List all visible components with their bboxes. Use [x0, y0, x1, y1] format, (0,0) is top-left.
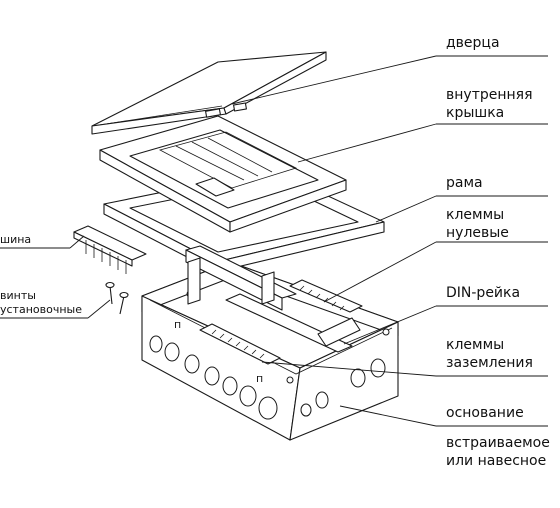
door-hinge — [233, 102, 247, 112]
leader-lines — [0, 55, 548, 427]
label-din-rail: DIN-рейка — [446, 285, 521, 301]
door — [91, 51, 327, 135]
label-inner-cover-line1: внутренняя — [446, 87, 533, 103]
label-mount-line1: встраиваемое — [446, 435, 550, 451]
label-neutral-terminals-line1: клеммы — [446, 207, 505, 223]
label-ground-terminals-line2: заземления — [446, 355, 533, 371]
svg-text:п: п — [256, 372, 263, 385]
label-neutral-terminals-line2: нулевые — [446, 225, 509, 241]
label-base: основание — [446, 405, 524, 421]
inner-cover-side-edge — [229, 179, 347, 233]
inner-bracket — [317, 317, 361, 347]
inner-cover — [99, 115, 347, 233]
knockout-hole — [204, 366, 220, 386]
label-bus: шина — [0, 233, 32, 246]
knockout-hole — [149, 335, 163, 353]
inner-cover-label-plate — [195, 177, 235, 197]
label-screws-line2: установочные — [0, 303, 82, 316]
knockout-hole — [315, 391, 329, 409]
label-ground-terminals-line1: клеммы — [446, 337, 505, 353]
frame-post — [261, 271, 275, 305]
base-side-face — [289, 321, 399, 441]
knockout-hole — [184, 354, 200, 374]
door-hinge — [205, 108, 221, 118]
ground-terminal-block — [199, 323, 281, 365]
knockout-hole — [350, 368, 366, 388]
label-frame: рама — [446, 175, 483, 191]
label-mount-line2: или навесное — [446, 453, 547, 469]
frame-post — [187, 257, 201, 305]
knockout-hole — [239, 385, 257, 407]
mounting-screws — [105, 281, 129, 315]
label-inner-cover-line2: крышка — [446, 105, 505, 121]
knockout-hole — [164, 342, 180, 362]
svg-text:п: п — [174, 318, 181, 331]
door-side-edge — [223, 51, 327, 115]
knockout-hole — [258, 396, 278, 420]
label-screws-line1: винты — [0, 289, 36, 302]
bus-bar — [73, 225, 147, 274]
knockout-hole — [300, 403, 312, 417]
knockout-hole — [370, 358, 386, 378]
neutral-terminal-block — [289, 279, 363, 313]
inner-cover-window — [129, 129, 319, 209]
knockout-hole — [222, 376, 238, 396]
label-door: дверца — [446, 35, 500, 51]
